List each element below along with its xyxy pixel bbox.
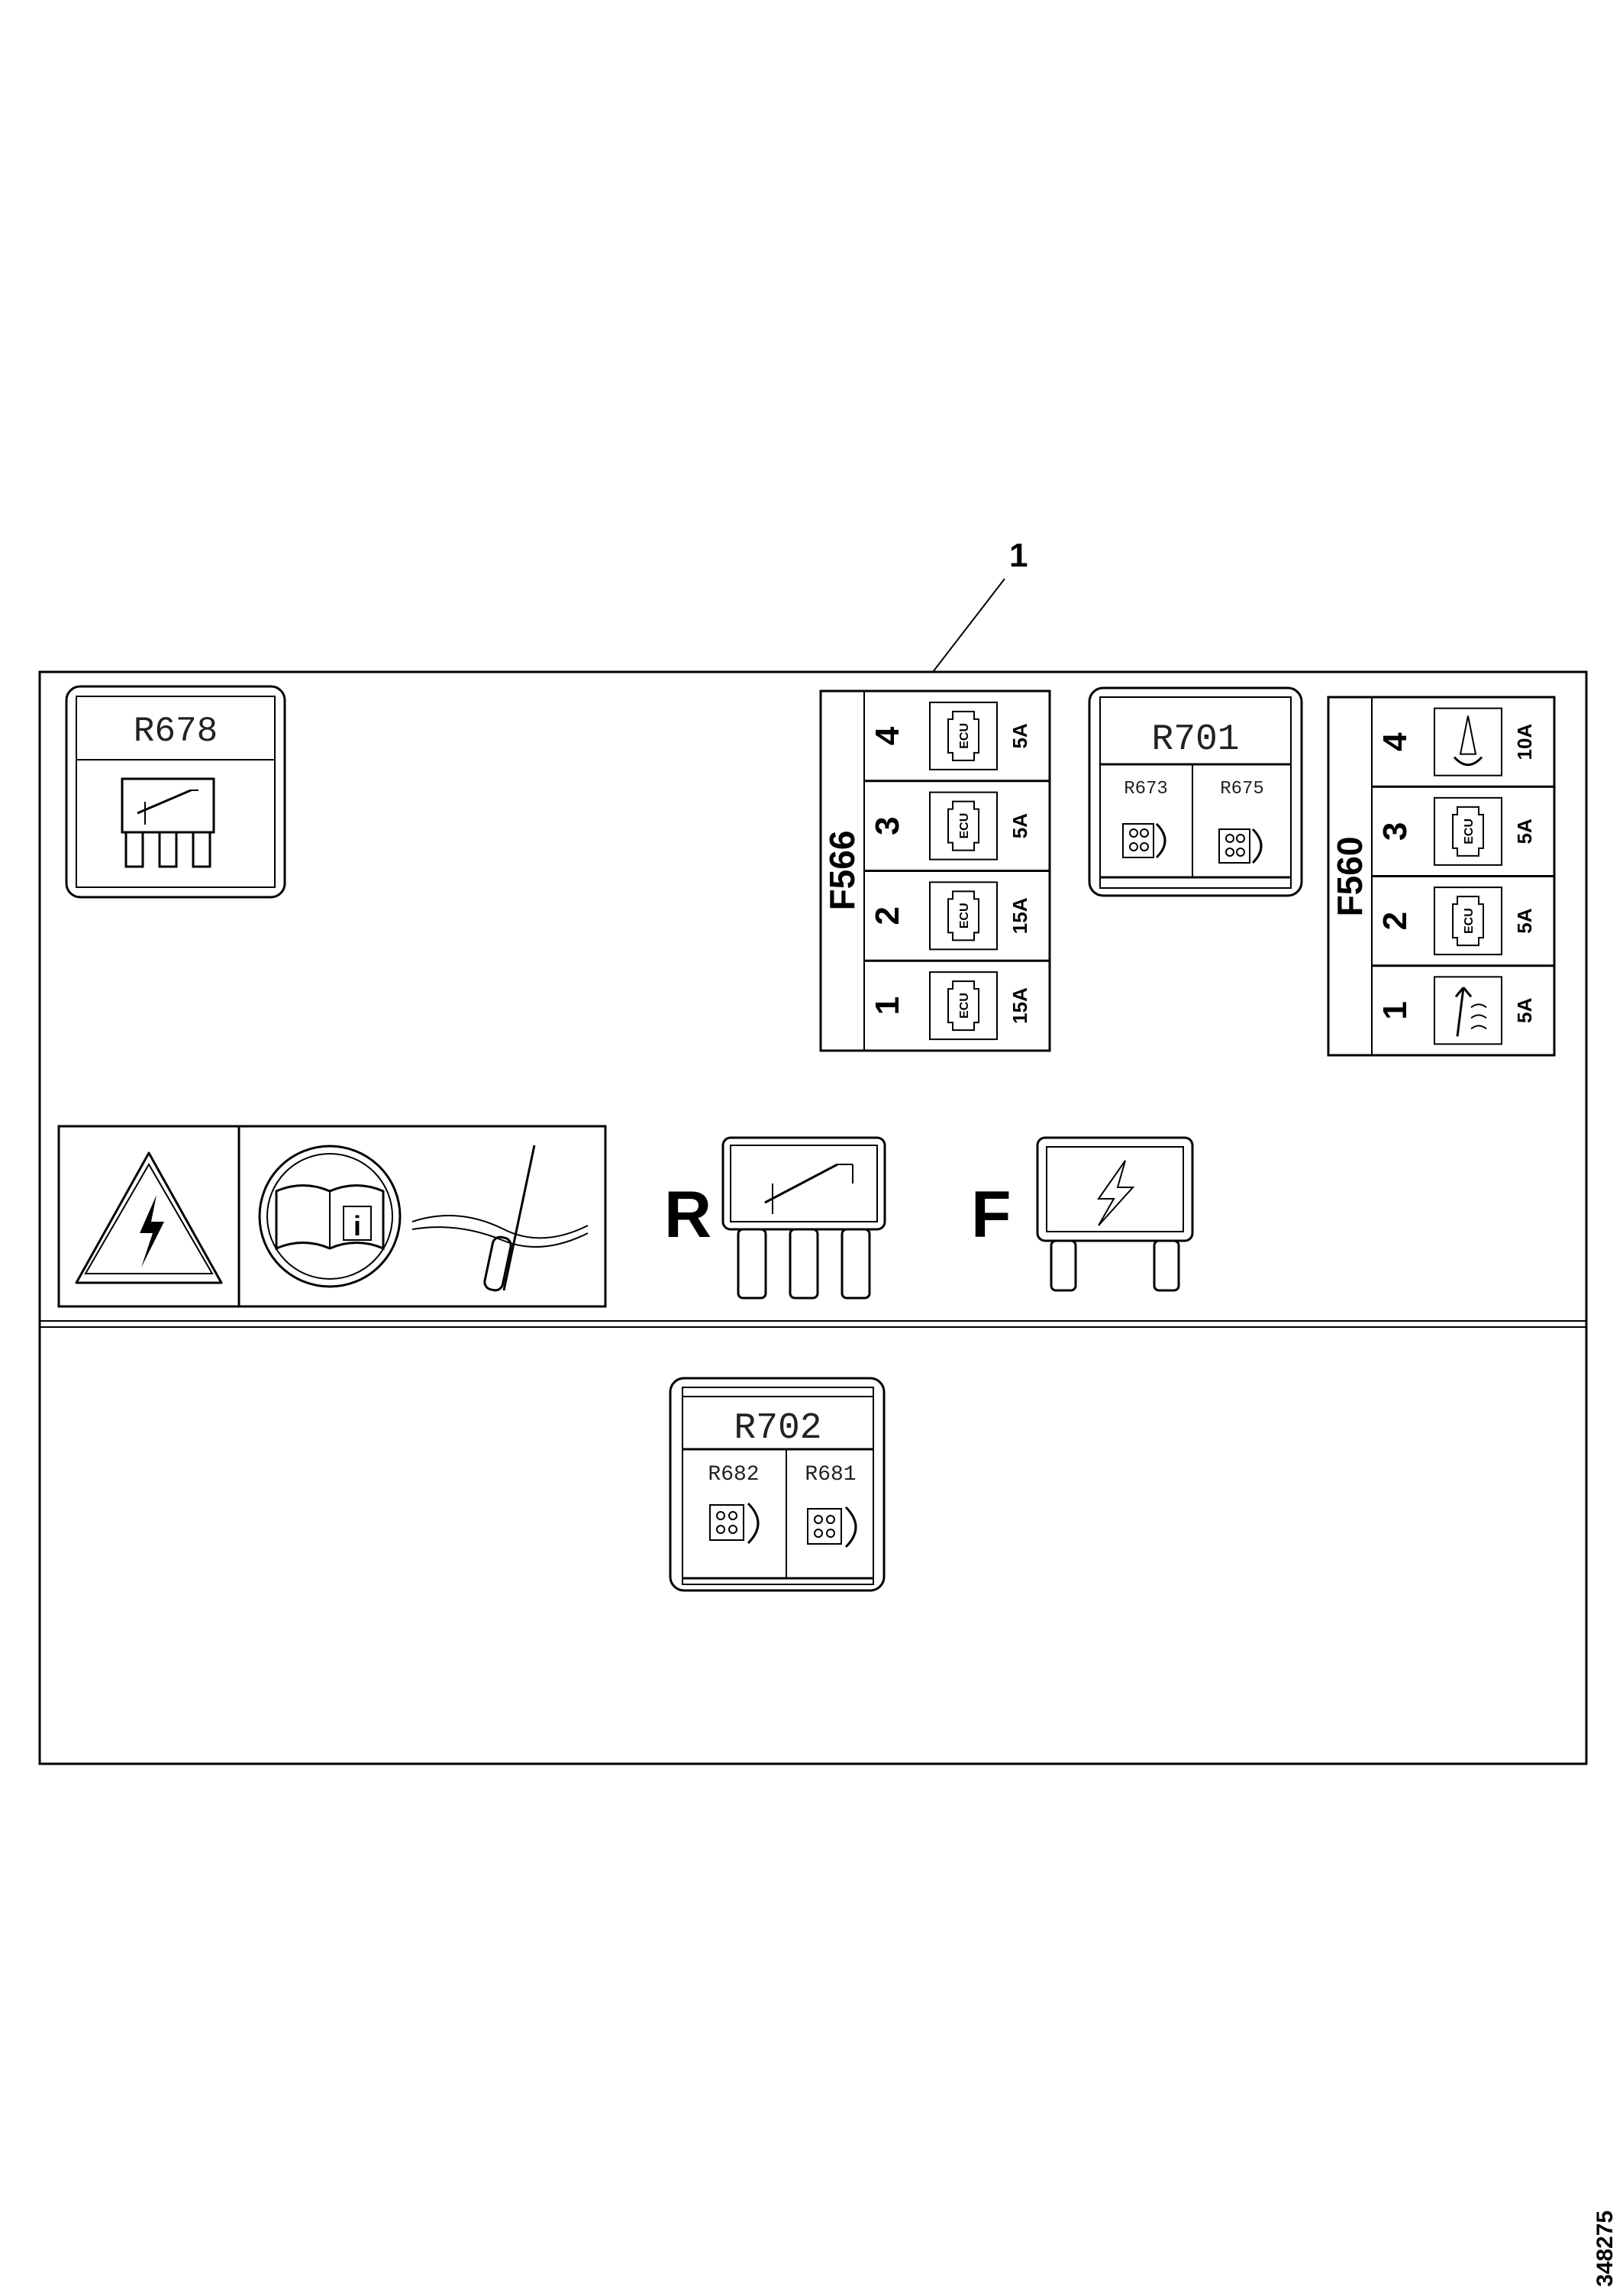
glow-plug-icon [1434,707,1502,777]
svg-text:ECU: ECU [1463,819,1476,844]
svg-text:ECU: ECU [958,993,971,1019]
relay-R678: R678 [65,685,286,899]
fuse-row: 1 5A [1372,964,1554,1045]
ecu-icon: ECU [929,971,998,1041]
fuse-number: 2 [869,906,906,925]
fuse-number: 4 [1376,732,1414,751]
relay-R701: R701 R673 R675 [1088,686,1303,897]
svg-text:ECU: ECU [958,723,971,749]
fuse-number: 2 [1376,912,1414,930]
relay-icon [121,777,215,868]
ecu-icon: ECU [1434,886,1502,956]
fuse-row: 3 ECU 5A [1372,785,1554,866]
fuse-row: 4 10A [1376,707,1536,777]
svg-text:ECU: ECU [1463,908,1476,934]
fuse-row: 2 ECU 15A [864,870,1050,951]
fuse-row: 4 ECU 5A [869,701,1031,770]
fuse-number: 1 [869,996,906,1015]
fuse-amperage: 5A [1008,723,1031,748]
svg-text:i: i [353,1210,361,1242]
book-icon [275,1184,385,1251]
fuse-number: 4 [869,726,906,745]
callout-number: 1 [1009,537,1028,574]
fuse-row: 3 ECU 5A [864,780,1050,861]
relay-R701-label: R701 [1151,719,1239,760]
fuse-amperage: 5A [1008,813,1031,838]
relay-R701-sub-left: R673 [1124,779,1168,799]
read-manual-panel: i [237,1125,607,1308]
fuse-amperage: 5A [1513,908,1536,933]
ecu-icon: ECU [1434,796,1502,866]
legend-relay-letter: R [664,1178,711,1251]
fuse-number: 3 [1376,822,1414,841]
warning-triangle-icon [75,1151,223,1284]
warning-high-voltage [57,1125,240,1308]
relay-R678-label: R678 [134,712,218,751]
label-frame [38,670,1588,1765]
fuse-amperage: 10A [1513,724,1536,760]
heater-icon [1434,976,1502,1045]
relay-R702-label: R702 [734,1408,821,1449]
connector-icon [807,1506,857,1548]
fuse-row: 1 ECU 15A [864,959,1050,1041]
manual-info-icon [258,1145,402,1288]
ecu-icon: ECU [929,791,998,861]
fuse-block-F560-label: F560 [1330,837,1370,917]
connector-icon [709,1502,760,1545]
fuse-amperage: 15A [1008,987,1031,1024]
fuse-number: 1 [1376,1001,1414,1019]
connector-icon [1218,828,1263,864]
relay-legend-icon [721,1136,886,1300]
fuse-row: 2 ECU 5A [1372,875,1554,956]
relay-R702-sub-left: R682 [708,1463,759,1487]
fuse-amperage: 15A [1008,897,1031,934]
relay-R702: R702 R682 R681 [669,1377,886,1592]
legend-fuse-letter: F [971,1178,1012,1251]
ecu-icon: ECU [929,701,998,770]
fuse-legend-icon [1036,1136,1194,1292]
ecu-icon: ECU [929,881,998,951]
svg-text:ECU: ECU [958,813,971,839]
lightning-icon [1097,1160,1135,1226]
callout-leader-line [932,578,1005,673]
fuse-block-F566-label: F566 [822,831,862,911]
figure-number: 348275 [1592,2210,1618,2287]
relay-R702-sub-right: R681 [805,1463,856,1487]
relay-R701-sub-right: R675 [1220,779,1264,799]
connector-icon [1122,822,1166,859]
fuse-amperage: 5A [1513,998,1536,1023]
svg-text:ECU: ECU [958,903,971,928]
wire-probe-icon [411,1145,589,1292]
fuse-amperage: 5A [1513,819,1536,844]
fuse-number: 3 [869,816,906,835]
lightning-icon [140,1195,164,1267]
